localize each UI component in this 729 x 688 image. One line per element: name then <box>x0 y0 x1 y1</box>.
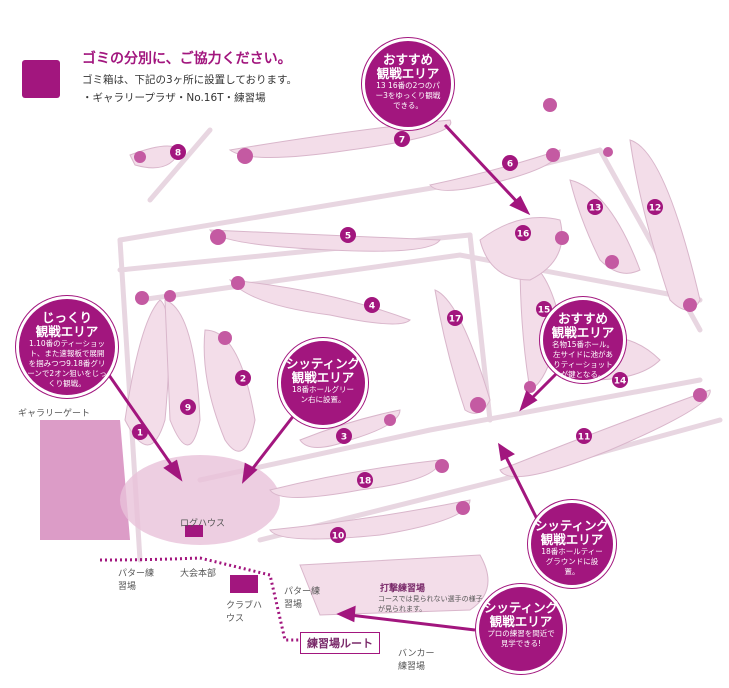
fairway-2 <box>203 329 256 452</box>
label-putter-practice-left: パター練習場 <box>118 569 155 592</box>
fairway-1 <box>124 299 170 446</box>
plaza-area <box>120 455 280 545</box>
fairway-10 <box>269 499 471 540</box>
hole-markers: 1 2 3 4 5 6 7 8 9 10 11 12 13 14 15 16 1… <box>132 131 663 543</box>
svg-text:14: 14 <box>614 377 627 387</box>
svg-text:5: 5 <box>345 232 351 242</box>
label-club-house: クラブハウス <box>226 601 263 624</box>
svg-text:6: 6 <box>507 160 513 170</box>
club-house <box>230 575 258 593</box>
bubble-bottom-right: シッティング 観戦エリア 18番ホールティーグラウンドに設置。 <box>528 500 616 588</box>
driving-range <box>299 554 489 616</box>
bubble-center: シッティング 観戦エリア 18番ホールグリーン右に設置。 <box>278 338 368 428</box>
legend-line1: ゴミ箱は、下記の3ヶ所に設置しております。 <box>82 74 297 86</box>
label-putter-practice-right: パター練習場 <box>284 587 321 610</box>
svg-text:8: 8 <box>175 149 181 159</box>
fairway-16 <box>479 217 563 281</box>
svg-text:7: 7 <box>399 136 405 146</box>
svg-text:4: 4 <box>369 302 375 312</box>
svg-text:11: 11 <box>578 433 591 443</box>
bubble-right: おすすめ 観戦エリア 名物15番ホール。左サイドに池がありティーショットが鍵とな… <box>540 297 626 383</box>
bubble-top: おすすめ 観戦エリア 13 16番の2つのパー3をゆっくり観戦できる。 <box>362 38 454 130</box>
label-driving-range-note: コースでは見られない選手の様子が見られます。 <box>378 595 483 613</box>
svg-text:9: 9 <box>185 404 191 414</box>
svg-text:10: 10 <box>332 532 345 542</box>
fairway-13 <box>569 179 641 274</box>
svg-text:2: 2 <box>240 375 246 385</box>
svg-text:13: 13 <box>589 204 602 214</box>
gallery-plaza <box>40 420 130 540</box>
svg-text:12: 12 <box>649 204 662 214</box>
svg-text:15: 15 <box>538 306 551 316</box>
fairway-6 <box>429 149 561 191</box>
log-house-building <box>185 525 203 537</box>
svg-text:17: 17 <box>449 315 462 325</box>
label-bunker-practice: バンカー練習場 <box>398 649 435 672</box>
fairway-9 <box>164 299 201 446</box>
svg-text:3: 3 <box>341 433 347 443</box>
label-gallery-gate: ギャラリーゲート <box>18 409 91 419</box>
fairway-4 <box>228 279 411 325</box>
label-tournament-hq: 大会本部 <box>180 569 217 579</box>
label-driving-range: 打撃練習場 <box>380 584 426 594</box>
svg-text:1: 1 <box>137 429 143 439</box>
trash-bin-icon <box>22 60 60 98</box>
practice-route-label: 練習場ルート <box>300 632 380 654</box>
legend-title: ゴミの分別に、ご協力ください。 <box>82 51 292 67</box>
fairway-7 <box>228 119 452 158</box>
svg-text:16: 16 <box>517 230 530 240</box>
legend-line2: ・ギャラリープラザ・No.16T・練習場 <box>82 92 266 104</box>
svg-text:18: 18 <box>359 477 372 487</box>
label-log-house: ログハウス <box>180 519 226 529</box>
fairway-18 <box>269 459 441 498</box>
bubble-left: じっくり 観戦エリア 1.10番のティーショット、また速報板で展開を掴みつつ9.… <box>16 296 118 398</box>
fairway-5 <box>209 229 441 252</box>
bubble-bottom: シッティング 観戦エリア プロの練習を間近で見学できる! <box>476 584 566 674</box>
